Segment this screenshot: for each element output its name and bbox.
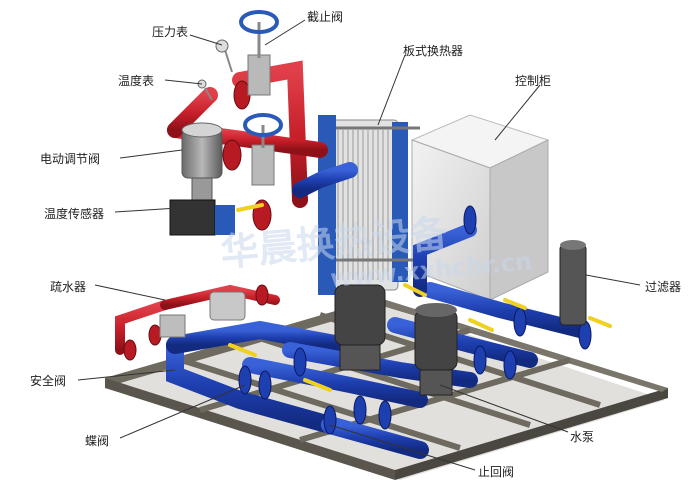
stop-valve-middle	[243, 113, 283, 186]
electric-control-valve	[181, 122, 223, 201]
thermometer	[197, 79, 213, 101]
label-butterfly-valve: 蝶阀	[85, 434, 110, 448]
label-pressure-gauge: 压力表	[152, 25, 189, 39]
label-water-pump: 水泵	[570, 430, 595, 444]
pressure-gauge	[215, 39, 233, 73]
steam-trap-unit	[159, 291, 246, 338]
label-steam-trap: 疏水器	[50, 280, 87, 294]
temperature-sensor	[169, 199, 235, 236]
label-safety-valve: 安全阀	[30, 374, 67, 388]
label-temperature-sensor: 温度传感器	[44, 207, 105, 221]
butterfly-valve-handles	[228, 203, 612, 392]
label-filter: 过滤器	[645, 280, 682, 294]
label-control-cabinet: 控制柜	[515, 74, 552, 88]
leader-lines	[77, 19, 641, 471]
filter-unit	[559, 240, 587, 326]
label-thermometer: 温度表	[118, 74, 155, 88]
water-flanges	[238, 205, 592, 435]
label-check-valve: 止回阀	[478, 465, 515, 479]
water-pump-right	[414, 303, 458, 396]
water-pipework	[166, 162, 588, 459]
water-pump-left	[334, 284, 386, 371]
label-stop-valve: 截止阀	[307, 10, 344, 24]
label-plate-heat-exchanger: 板式换热器	[403, 44, 464, 58]
plate-heat-exchanger	[318, 115, 420, 295]
steam-flanges	[123, 80, 272, 361]
stop-valve-upper	[239, 10, 279, 96]
label-electric-control-valve: 电动调节阀	[40, 152, 101, 166]
